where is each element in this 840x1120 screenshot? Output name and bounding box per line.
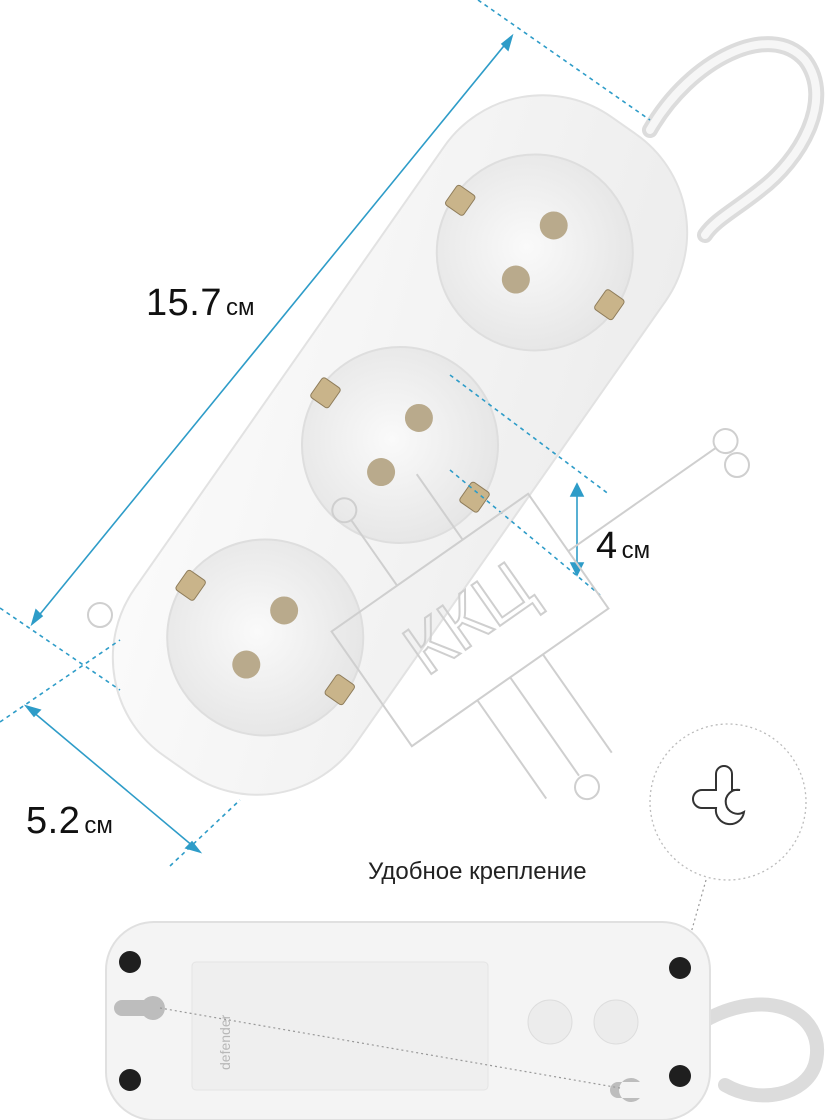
power-strip-back: defender xyxy=(105,921,824,1120)
mount-detail xyxy=(649,723,807,1061)
length-unit: см xyxy=(225,294,255,321)
screw-icon xyxy=(119,951,691,1091)
socket-3 xyxy=(435,153,634,352)
power-strip-body xyxy=(111,94,689,796)
back-logo: defender xyxy=(217,1014,233,1070)
keyhole-mount-icon xyxy=(114,996,165,1021)
spacing-value: 4 xyxy=(596,525,618,567)
dimension-line-width xyxy=(0,639,241,867)
mount-caption: Удобное крепление xyxy=(368,858,587,885)
width-value: 5.2 xyxy=(26,800,81,842)
socket-2 xyxy=(301,346,499,544)
keyhole-mount-icon xyxy=(692,765,746,826)
keyhole-mount-icon xyxy=(610,1077,640,1102)
socket-1 xyxy=(166,538,365,737)
width-unit: см xyxy=(84,812,113,839)
length-value: 15.7 xyxy=(146,282,222,324)
spacing-unit: см xyxy=(621,537,651,564)
dimension-line-length xyxy=(0,0,651,691)
